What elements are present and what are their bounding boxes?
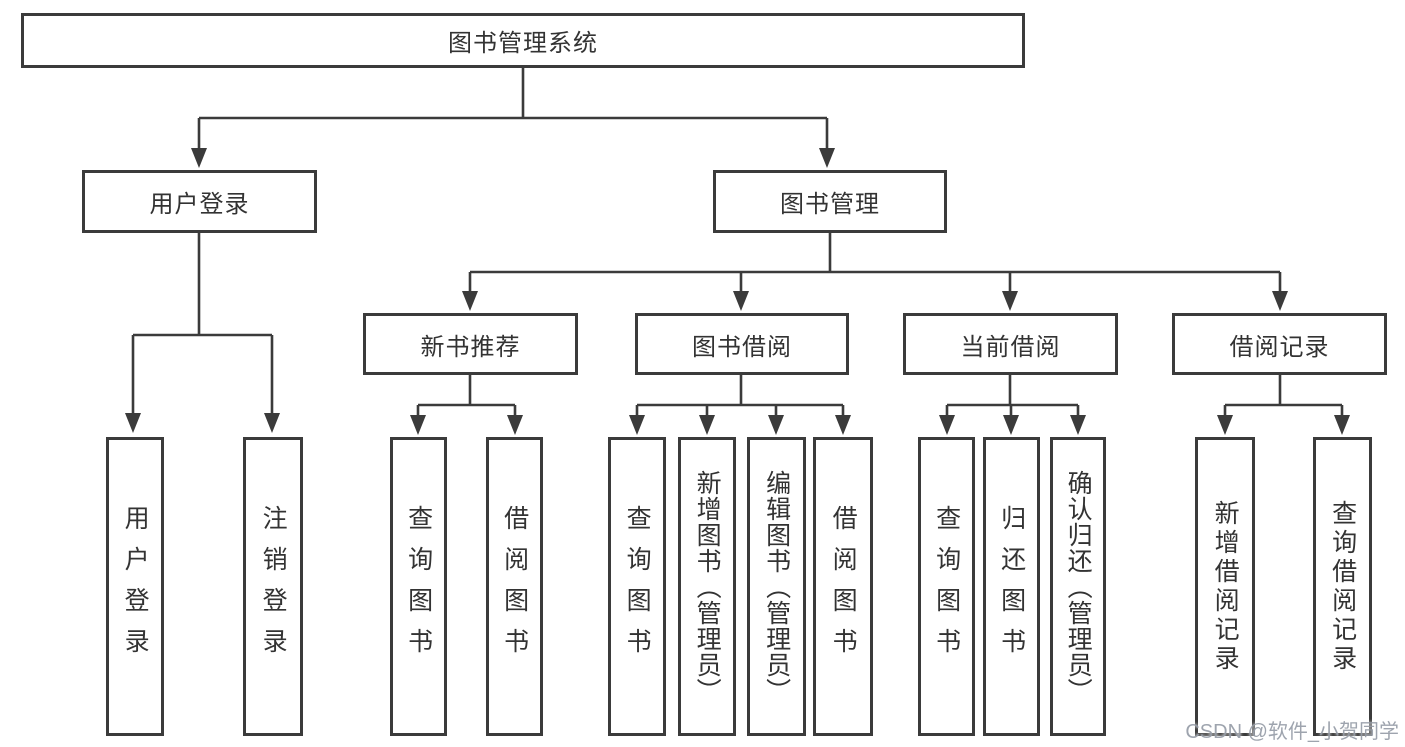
connector-user-login: [131, 233, 274, 415]
connector-borrow-records: [1223, 375, 1344, 417]
leaf-label: 借阅图书: [500, 504, 529, 669]
node-book-borrow: 图书借阅: [635, 313, 849, 375]
node-new-book-recommend: 新书推荐: [363, 313, 578, 375]
node-current-borrow: 当前借阅: [903, 313, 1118, 375]
node-borrow-records: 借阅记录: [1172, 313, 1387, 375]
leaf-label: 确认归还（管理员）: [1064, 469, 1093, 704]
leaf-label: 新增借阅记录: [1211, 499, 1240, 674]
leaf-edit-book-admin: 编辑图书（管理员）: [747, 437, 806, 736]
connector-book-borrow: [635, 375, 845, 417]
leaf-add-borrow-record: 新增借阅记录: [1195, 437, 1255, 736]
connector-new-book-recommend: [416, 375, 517, 417]
connector-book-management: [468, 233, 1282, 293]
leaf-label: 注销登录: [259, 504, 288, 669]
node-label: 图书管理系统: [448, 30, 598, 57]
node-label: 当前借阅: [960, 333, 1061, 361]
leaf-borrow-books-recommend: 借阅图书: [486, 437, 543, 736]
node-label: 新书推荐: [420, 333, 521, 361]
node-book-management: 图书管理: [713, 170, 947, 233]
leaf-label: 查询图书: [932, 504, 961, 669]
leaf-return-book: 归还图书: [983, 437, 1040, 736]
leaf-logout: 注销登录: [243, 437, 303, 736]
leaf-query-books-recommend: 查询图书: [390, 437, 447, 736]
leaf-query-books-current: 查询图书: [918, 437, 975, 736]
leaf-label: 编辑图书（管理员）: [762, 469, 791, 704]
leaf-label: 查询图书: [404, 504, 433, 669]
csdn-watermark: CSDN @软件_小贺同学: [1185, 721, 1399, 743]
node-label: 借阅记录: [1229, 333, 1330, 361]
connector-current-borrow: [945, 375, 1080, 417]
node-label: 图书管理: [780, 191, 880, 218]
leaf-label: 借阅图书: [829, 504, 858, 669]
leaf-label: 新增图书（管理员）: [693, 469, 722, 704]
leaf-label: 归还图书: [997, 504, 1026, 669]
leaf-borrow-books: 借阅图书: [813, 437, 873, 736]
node-label: 用户登录: [149, 191, 250, 218]
leaf-query-borrow-record: 查询借阅记录: [1313, 437, 1372, 736]
leaf-label: 查询图书: [623, 504, 652, 669]
leaf-confirm-return-admin: 确认归还（管理员）: [1050, 437, 1106, 736]
node-system-root: 图书管理系统: [21, 13, 1025, 68]
node-user-login: 用户登录: [82, 170, 317, 233]
leaf-user-login: 用户登录: [106, 437, 164, 736]
leaf-label: 用户登录: [121, 504, 150, 669]
connector-root: [197, 68, 829, 150]
leaf-add-book-admin: 新增图书（管理员）: [678, 437, 736, 736]
leaf-label: 查询借阅记录: [1328, 499, 1357, 674]
leaf-query-books-borrow: 查询图书: [608, 437, 666, 736]
node-label: 图书借阅: [692, 333, 792, 361]
